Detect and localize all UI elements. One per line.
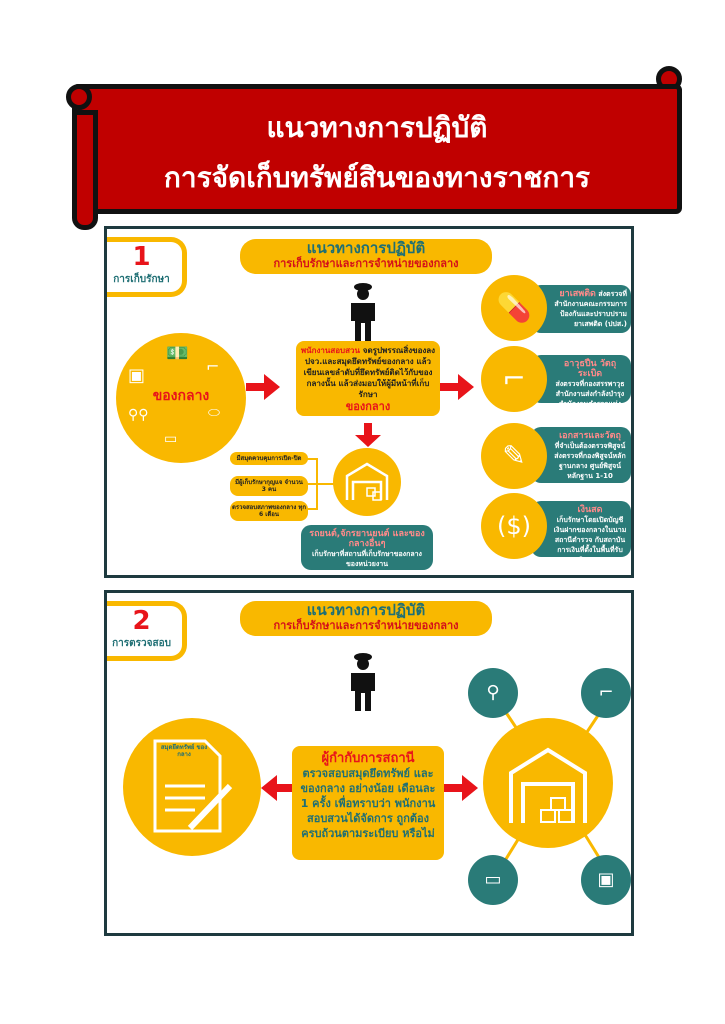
header-title: แนวทางการปฏิบัติ	[306, 601, 426, 619]
officer-lead: พนักงานสอบสวน	[300, 346, 360, 355]
vehicles-text: เก็บรักษาที่สถานที่เก็บรักษาของกลาง ของห…	[312, 550, 422, 568]
vehicles-box: รถยนต์,จักรยานยนต์ และของกลางอื่นๆ เก็บร…	[301, 525, 433, 570]
arrow-right-icon	[440, 374, 474, 400]
document-icon: ✎	[481, 423, 547, 489]
section-label: การตรวจสอบ	[112, 638, 171, 649]
section-label: การเก็บรักษา	[113, 274, 170, 285]
ledger-label: สมุดยึดทรัพย์ ของกลาง	[160, 744, 208, 758]
motorcycle-icon: ⚲⚲	[128, 407, 149, 423]
police-officer-icon	[351, 653, 375, 711]
motorcycle-icon: ⚲	[468, 668, 518, 718]
header-subtitle: การเก็บรักษาและการจำหน่ายของกลาง	[273, 619, 459, 632]
pills-icon: 💊	[481, 275, 547, 341]
vehicles-title: รถยนต์,จักรยานยนต์ และของกลางอื่นๆ	[309, 529, 425, 549]
section-inspection: 2 การตรวจสอบ แนวทางการปฏิบัติ การเก็บรัก…	[104, 590, 634, 936]
car-icon: ▭	[468, 855, 518, 905]
category-box-weapons: อาวุธปืน วัตถุระเบิดส่งตรวจที่กองสรรพาวุ…	[531, 355, 631, 418]
storage-rule: ตรวจสอบสภาพของกลาง ทุก 6 เดือน	[230, 501, 308, 521]
category-box-drugs: ยาเสพติด ส่งตรวจที่ สำนักงานคณะกรรมการป้…	[531, 285, 631, 333]
cash-icon: ($)	[481, 493, 547, 559]
storage-rule: มีสมุดควบคุมการเปิด-ปิด	[230, 452, 308, 465]
treasure-chest-icon: ▣	[581, 855, 631, 905]
ledger-circle: สมุดยึดทรัพย์ ของกลาง	[123, 718, 261, 856]
category-box-cash: เงินสดเก็บรักษาโดยเปิดบัญชีเงินฝากของกลา…	[531, 501, 631, 564]
category-text: ส่งตรวจที่กองสรรพาวุธ สำนักงานส่งกำลังบำ…	[555, 380, 625, 418]
header-subtitle: การเก็บรักษาและการจำหน่ายของกลาง	[273, 257, 459, 270]
category-title: ยาเสพติด	[559, 289, 596, 299]
section-number-badge: 1 การเก็บรักษา	[107, 237, 187, 297]
officer-instruction-box: พนักงานสอบสวน จดรูปพรรณสิ่งของลง ปจว.และ…	[296, 341, 440, 416]
treasure-chest-icon: ▣	[128, 365, 146, 386]
arrow-left-icon	[261, 775, 295, 801]
bracket-connector	[307, 458, 337, 510]
gun-icon: ⌐	[481, 346, 547, 412]
arrow-right-icon	[444, 775, 478, 801]
banner-title: แนวทางการปฏิบัติ	[266, 111, 488, 144]
category-text: ที่จำเป็นต้องตรวจพิสูจน์ ส่งตรวจที่กองพิ…	[554, 442, 626, 480]
scroll-curl-icon	[66, 84, 92, 110]
warehouse-circle	[333, 448, 401, 516]
scroll-fold	[72, 110, 98, 230]
ledger-document-icon	[153, 739, 233, 833]
category-box-documents: เอกสารและวัตถุที่จำเป็นต้องตรวจพิสูจน์ ส…	[531, 427, 631, 483]
police-officer-icon	[351, 283, 375, 341]
cash-icon: 💵	[166, 343, 189, 364]
warehouse-icon	[345, 462, 389, 501]
supervisor-title: ผู้กำกับการสถานี	[321, 751, 415, 766]
title-banner: แนวทางการปฏิบัติ การจัดเก็บทรัพย์สินของท…	[72, 84, 682, 214]
warehouse-icon	[509, 747, 587, 823]
section-storage: 1 การเก็บรักษา แนวทางการปฏิบัติ การเก็บร…	[104, 226, 634, 578]
officer-emph: ของกลาง	[345, 400, 391, 413]
officer-text: จดรูปพรรณสิ่งของลง ปจว.และสมุดยึดทรัพย์ข…	[303, 346, 436, 399]
section-number: 1	[132, 242, 151, 272]
gun-icon: ⌐	[581, 668, 631, 718]
category-title: เงินสด	[577, 505, 603, 515]
evidence-circle: 💵 ▣ ⌐ ของกลาง ⚲⚲ ⬭ ▭	[116, 333, 246, 463]
header-title: แนวทางการปฏิบัติ	[306, 239, 426, 257]
section-number-badge: 2 การตรวจสอบ	[107, 601, 187, 661]
category-text: เก็บรักษาโดยเปิดบัญชีเงินฝากของกลางในนาม…	[553, 516, 627, 564]
section-number: 2	[132, 606, 151, 636]
banner-subtitle: การจัดเก็บทรัพย์สินของทางราชการ	[163, 161, 591, 194]
supervisor-text: ตรวจสอบสมุดยึดทรัพย์ และของกลาง อย่างน้อ…	[300, 767, 436, 840]
section-header: แนวทางการปฏิบัติ การเก็บรักษาและการจำหน่…	[240, 601, 492, 636]
section-header: แนวทางการปฏิบัติ การเก็บรักษาและการจำหน่…	[240, 239, 492, 274]
warehouse-circle	[483, 718, 613, 848]
category-text: ส่งตรวจที่ สำนักงานคณะกรรมการป้องกันและป…	[554, 290, 627, 328]
supervisor-box: ผู้กำกับการสถานี ตรวจสอบสมุดยึดทรัพย์ แล…	[292, 746, 444, 860]
arrow-right-icon	[246, 374, 280, 400]
storage-rule: มีผู้เก็บรักษากุญแจ จำนวน 3 คน	[230, 476, 308, 496]
gun-icon: ⌐	[206, 357, 220, 376]
car-icon: ▭	[164, 431, 178, 447]
evidence-label: ของกลาง	[152, 388, 210, 404]
category-title: เอกสารและวัตถุ	[559, 431, 621, 441]
arrow-down-icon	[355, 423, 381, 447]
pills-icon: ⬭	[208, 405, 220, 421]
category-title: อาวุธปืน วัตถุระเบิด	[563, 359, 617, 379]
